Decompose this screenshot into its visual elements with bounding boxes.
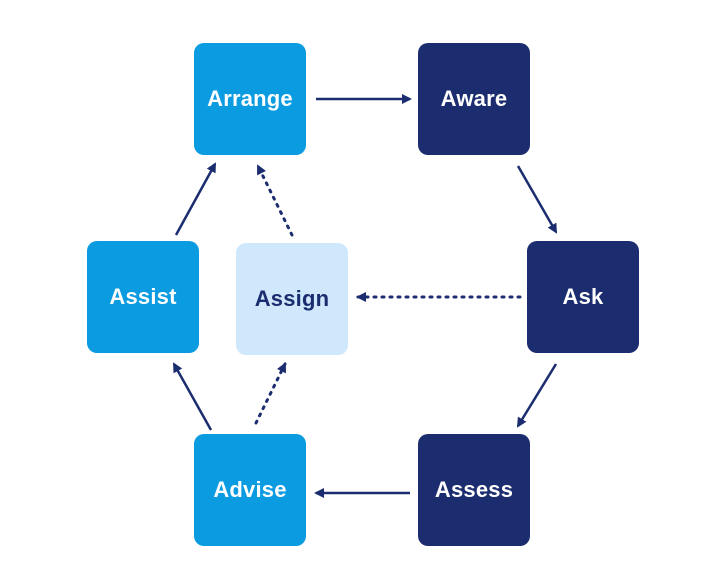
node-advise: Advise — [194, 434, 306, 546]
node-ask-label: Ask — [562, 284, 604, 309]
dotted-arrow-assign-to-arrange — [256, 164, 294, 237]
node-aware: Aware — [418, 43, 530, 155]
node-assess: Assess — [418, 434, 530, 546]
node-arrange: Arrange — [194, 43, 306, 155]
arrow-advise-to-assist — [172, 362, 213, 431]
node-ask: Ask — [527, 241, 639, 353]
node-aware-label: Aware — [440, 86, 508, 111]
node-assist: Assist — [87, 241, 199, 353]
node-assign: Assign — [236, 243, 348, 355]
arrow-assist-to-arrange — [174, 162, 217, 236]
node-advise-label: Advise — [213, 477, 287, 502]
node-arrange-label: Arrange — [207, 86, 293, 111]
node-assist-label: Assist — [109, 284, 177, 309]
node-assess-label: Assess — [434, 477, 514, 502]
node-assign-label: Assign — [254, 286, 330, 311]
dotted-arrow-advise-to-assign — [254, 362, 287, 425]
arrow-aware-to-ask — [516, 165, 558, 234]
arrow-ask-to-assess — [516, 363, 558, 428]
